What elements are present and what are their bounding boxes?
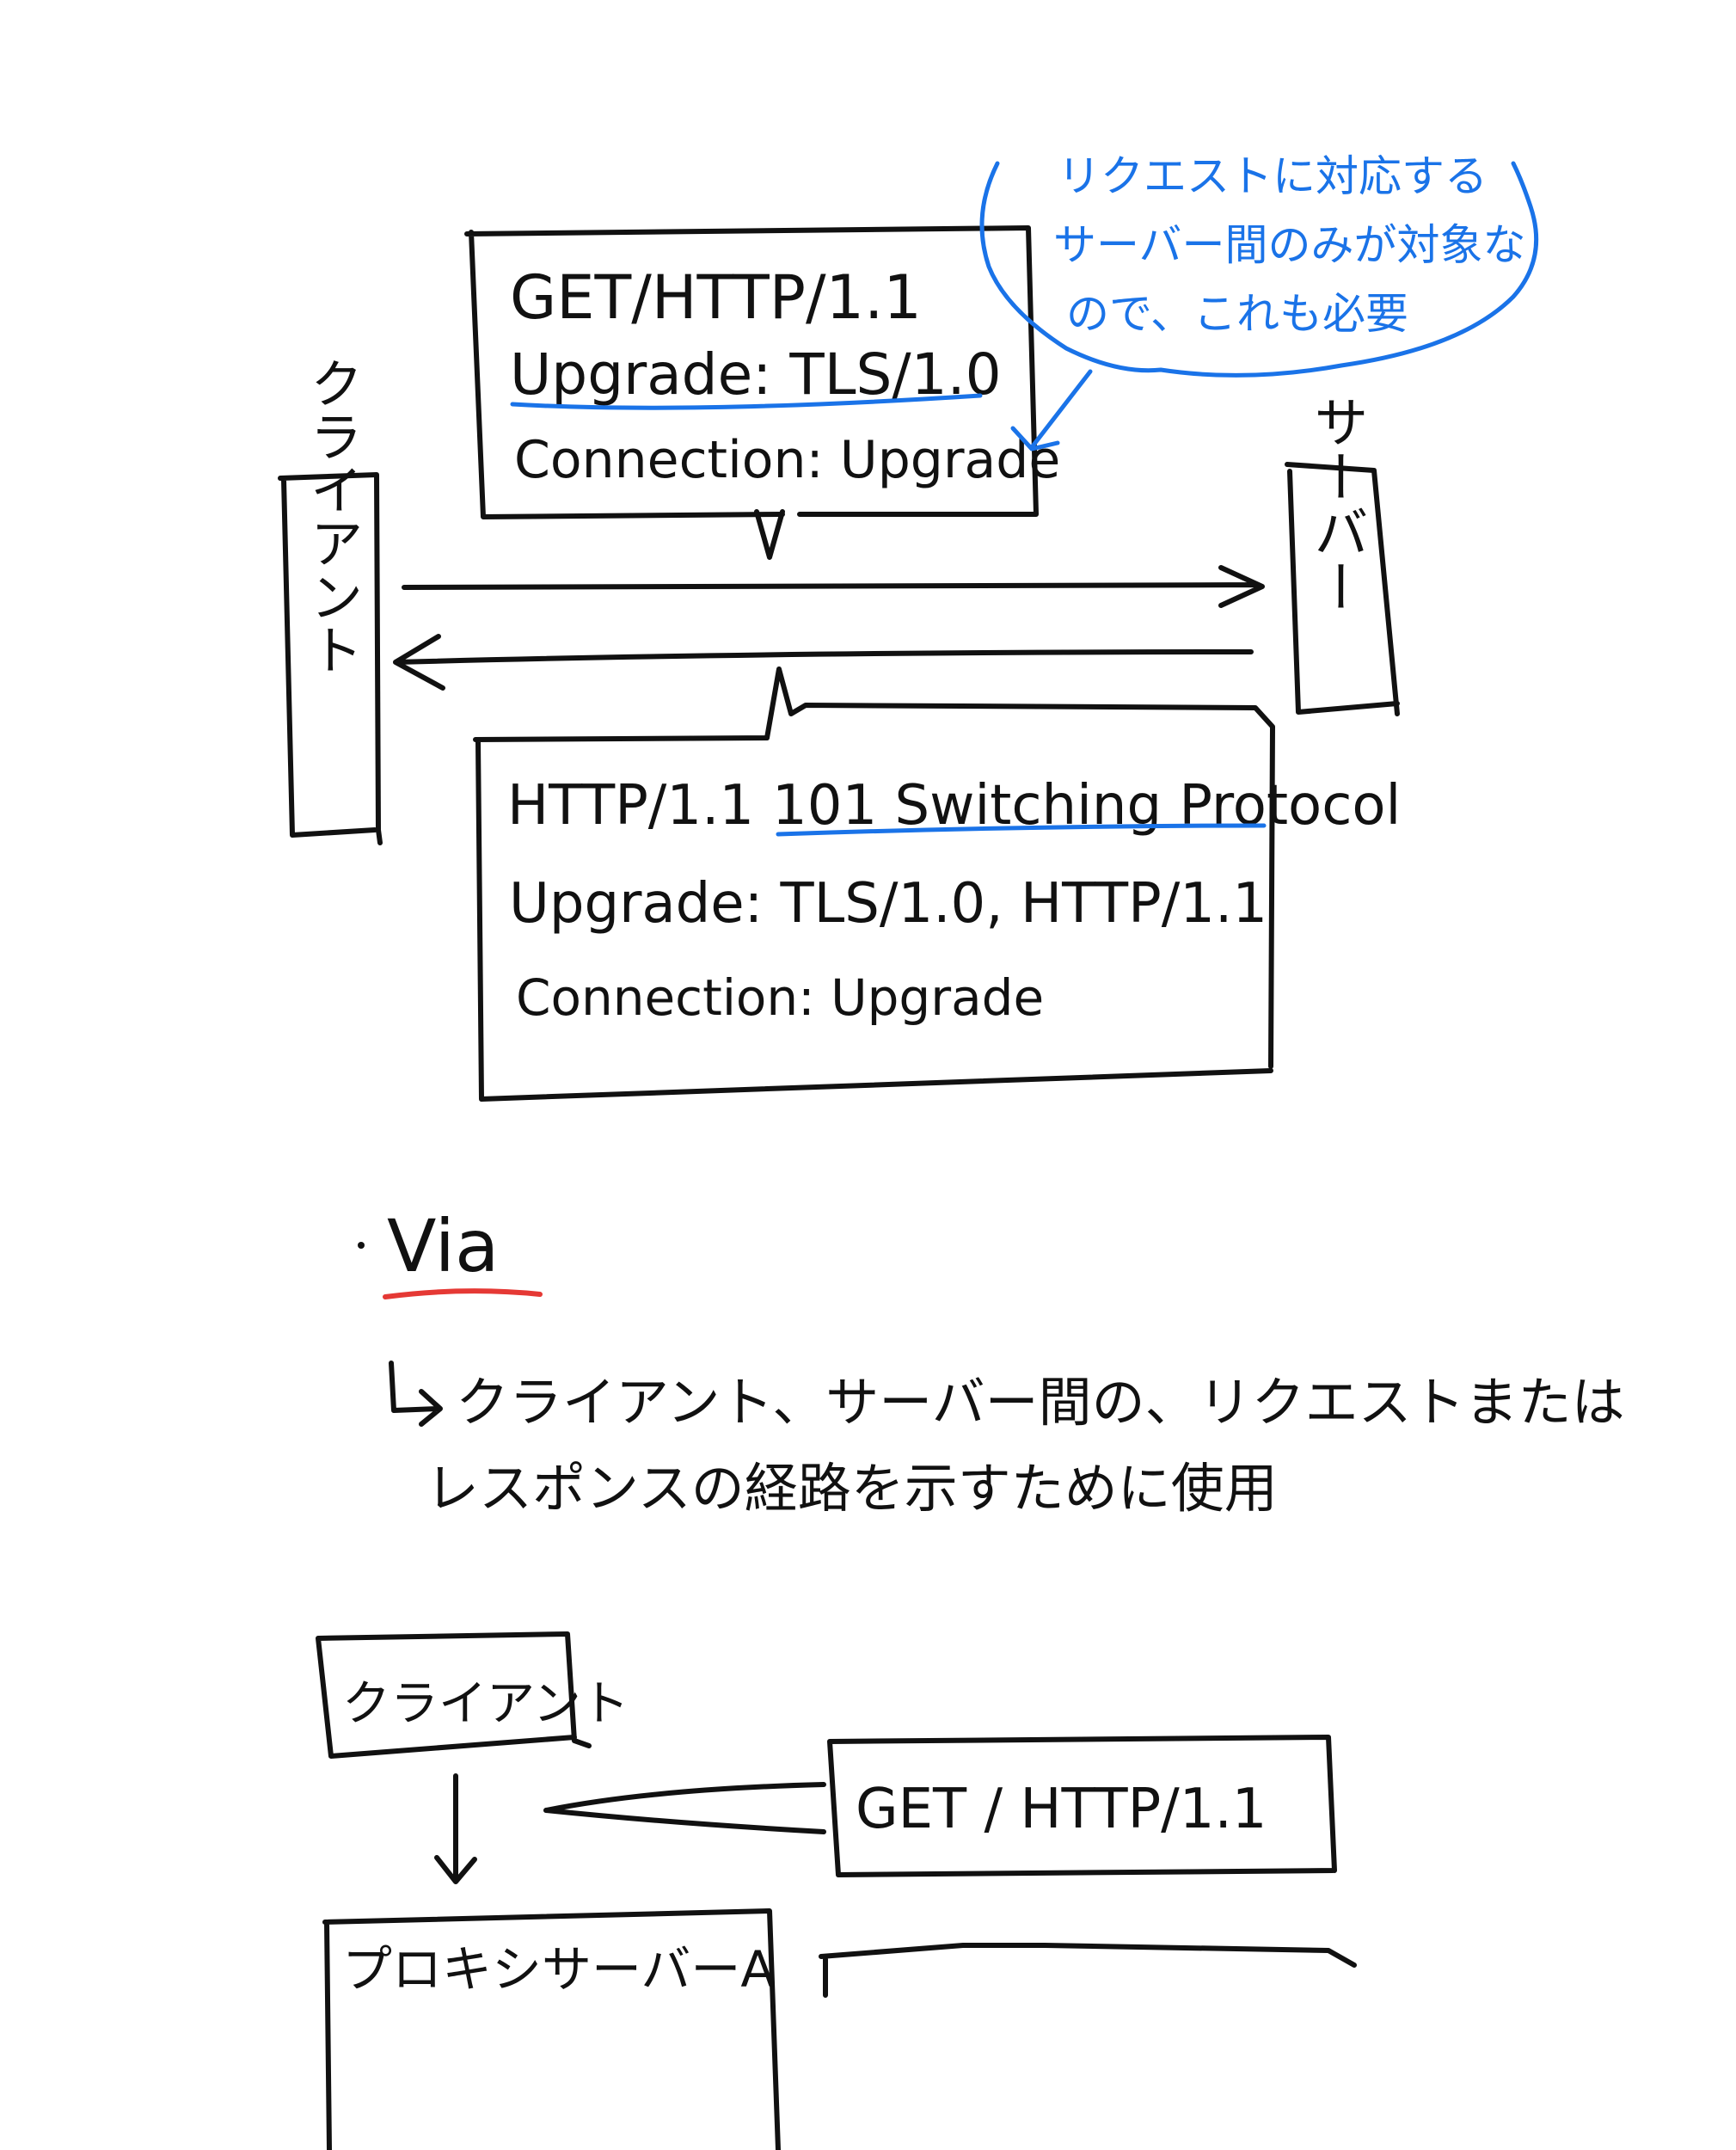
proxy-label: プロキシサーバーA (342, 1940, 775, 1999)
client-label-2: クライアント (342, 1676, 629, 1732)
request-box (464, 225, 1039, 519)
request-arrow (402, 565, 1265, 608)
annotation-line-1: リクエストに対応する (1058, 151, 1488, 201)
response-box (473, 666, 1275, 1102)
annotation-line-3: ので、これも必要 (1066, 289, 1408, 339)
response-line-1-prefix: HTTP/1.1 (507, 774, 754, 838)
request-label-2: GET / HTTP/1.1 (856, 1778, 1267, 1841)
request-box-2 (827, 1735, 1337, 1877)
annotation-bubble (979, 161, 1539, 378)
status-underline (776, 823, 1267, 837)
via-description-line-1: クライアント、サーバー間の、リクエストまたは (456, 1371, 1625, 1434)
via-underline (383, 1288, 543, 1299)
response-line-3: Connection: Upgrade (516, 968, 1044, 1027)
request-line-1: GET/HTTP/1.1 (510, 262, 922, 333)
down-arrow (434, 1773, 477, 1884)
request-line-2: Upgrade: TLS/1.0 (510, 341, 1002, 408)
request-pointer (754, 509, 785, 560)
via-description-line-2: レスポンスの経路を示すために使用 (426, 1457, 1278, 1520)
client-box-2 (316, 1631, 592, 1759)
server-box (1285, 462, 1400, 716)
upgrade-underline (510, 393, 983, 410)
annotation-pointer (1010, 369, 1093, 452)
bullet-dot (358, 1242, 365, 1249)
partial-box (819, 1943, 1357, 1998)
annotation-line-2: サーバー間のみが対象な (1053, 220, 1526, 270)
response-line-2: Upgrade: TLS/1.0, HTTP/1.1 (509, 872, 1267, 936)
via-heading: Via (387, 1204, 499, 1288)
response-arrow (393, 634, 1254, 691)
request-callout (543, 1782, 826, 1834)
client-label: クライアント (301, 356, 364, 676)
request-line-3: Connection: Upgrade (514, 430, 1060, 490)
return-arrow-icon (389, 1361, 443, 1427)
client-box (278, 472, 383, 845)
server-label: サーバー (1304, 394, 1368, 614)
proxy-box (322, 1908, 781, 2150)
